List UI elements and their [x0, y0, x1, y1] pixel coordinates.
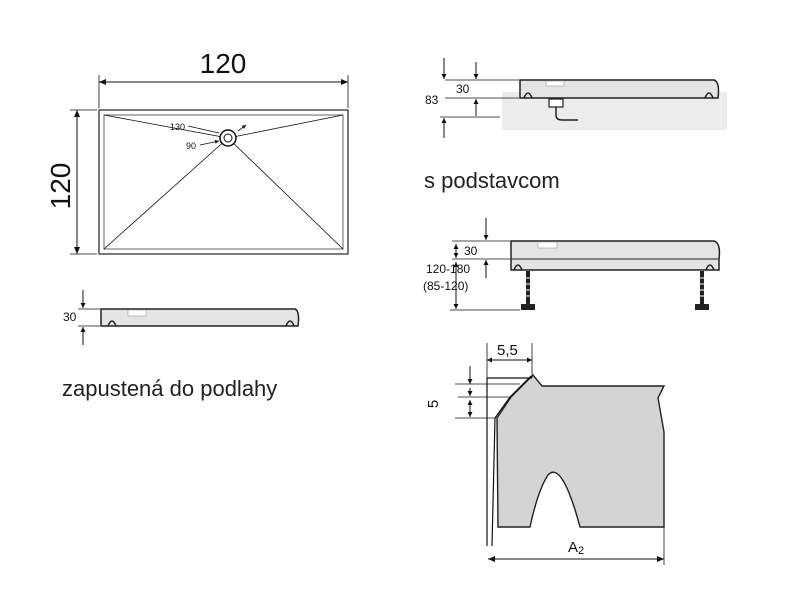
detail-a-label: A	[568, 539, 578, 556]
plan-label-130: 130	[170, 122, 185, 132]
flush-caption: zapustená do podlahy	[62, 376, 278, 401]
plan-label-90: 90	[186, 141, 196, 151]
edge-detail: 5,5 5 A2	[425, 342, 666, 565]
stand-view: 30 120-180 (85-120)	[423, 218, 721, 311]
stand-tray-label: 30	[464, 244, 478, 258]
detail-a-sub: 2	[578, 545, 584, 557]
plan-height-label: 120	[45, 163, 76, 210]
flush-side-view: 30	[63, 290, 300, 345]
stand-caption: s podstavcom	[424, 168, 560, 193]
side-tray-label: 30	[456, 82, 470, 96]
side-total-label: 83	[425, 93, 439, 107]
detail-top-label: 5,5	[497, 342, 518, 359]
drain-icon	[219, 129, 237, 147]
side-view-top: 83 30	[425, 58, 727, 138]
plan-width-label: 120	[200, 48, 247, 79]
flush-height-label: 30	[63, 310, 77, 324]
stand-leg-left	[521, 271, 535, 310]
stand-leg-alt-label: (85-120)	[423, 279, 468, 293]
stand-leg-label: 120-180	[426, 262, 470, 276]
detail-side-label: 5	[425, 400, 442, 408]
stand-leg-right	[695, 271, 709, 310]
plan-view: 130 90 120 120	[45, 48, 349, 255]
svg-text:A2: A2	[568, 539, 584, 557]
